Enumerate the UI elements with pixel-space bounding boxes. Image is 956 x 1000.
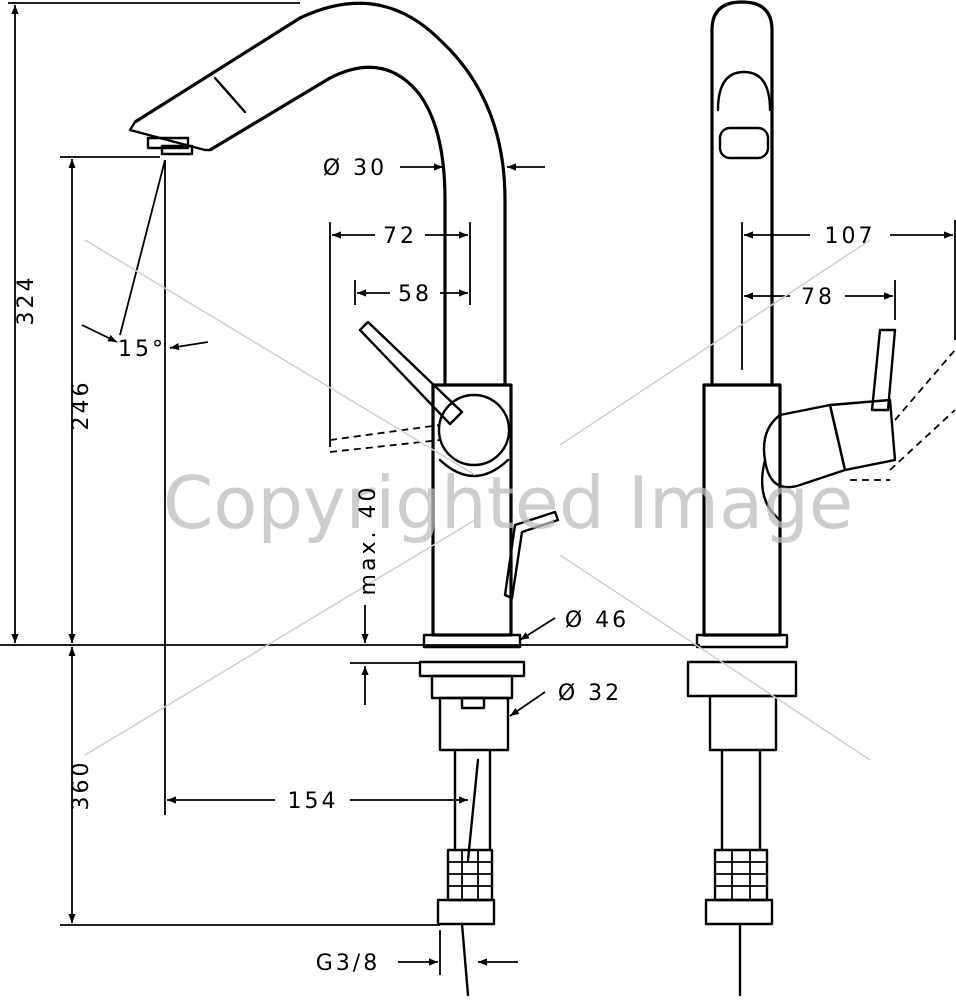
side-handle — [828, 398, 897, 472]
dimension-labels: 324 246 360 Ø 30 72 58 15° max. 40 Ø 46 … — [14, 156, 876, 976]
side-spout-opening — [716, 70, 772, 112]
dim-154: 154 — [288, 789, 339, 814]
dim-78: 78 — [801, 285, 835, 310]
side-spout — [710, 0, 774, 385]
spout-seam — [213, 76, 247, 114]
clamp-screw — [460, 696, 486, 710]
deck-ring — [418, 660, 526, 678]
dim-72: 72 — [383, 224, 417, 249]
dimension-lines — [0, 2, 956, 975]
side-crimps — [713, 848, 769, 902]
dim-107: 107 — [825, 224, 876, 249]
watermark-text: Copyrighted Image — [163, 461, 853, 545]
shank — [438, 696, 510, 752]
dim-diameter-32: Ø 32 — [558, 681, 622, 706]
side-lever-alt — [850, 349, 956, 481]
side-view — [686, 0, 956, 997]
base-ring — [422, 633, 522, 649]
dim-thread-g38: G3/8 — [316, 951, 380, 976]
side-hose-nut — [704, 898, 774, 926]
dim-diameter-30: Ø 30 — [323, 156, 387, 181]
aerator-tip — [160, 144, 194, 156]
popup-rod — [503, 510, 560, 600]
handle-lever-alt — [329, 424, 441, 453]
hub-curve — [438, 458, 510, 478]
dim-max-40: max. 40 — [356, 485, 381, 596]
side-hub-curve — [761, 458, 782, 522]
spout-inner — [209, 65, 447, 385]
hose-nut — [436, 898, 496, 926]
side-deck-ring — [686, 660, 798, 698]
handle-hub — [437, 393, 511, 467]
hose-end — [460, 922, 470, 997]
side-shank — [708, 694, 778, 752]
nut — [430, 674, 514, 700]
dim-angle-15: 15° — [118, 337, 166, 362]
handle-lever — [358, 320, 464, 426]
front-view — [128, 1, 560, 997]
aerator — [146, 136, 190, 150]
hose-crimps — [446, 848, 494, 902]
side-handle-hub — [762, 403, 847, 489]
spout-outer — [134, 1, 507, 385]
popup-cable — [466, 758, 480, 862]
side-base-ring — [695, 633, 789, 649]
side-aerator — [718, 126, 770, 160]
dim-246: 246 — [69, 380, 94, 431]
dim-diameter-46: Ø 46 — [565, 608, 629, 633]
dim-360: 360 — [69, 760, 94, 811]
dim-58: 58 — [398, 282, 432, 307]
spout-tip — [128, 120, 212, 152]
dim-324: 324 — [14, 275, 39, 326]
watermark: Copyrighted Image — [84, 239, 871, 761]
side-lever — [870, 328, 897, 412]
